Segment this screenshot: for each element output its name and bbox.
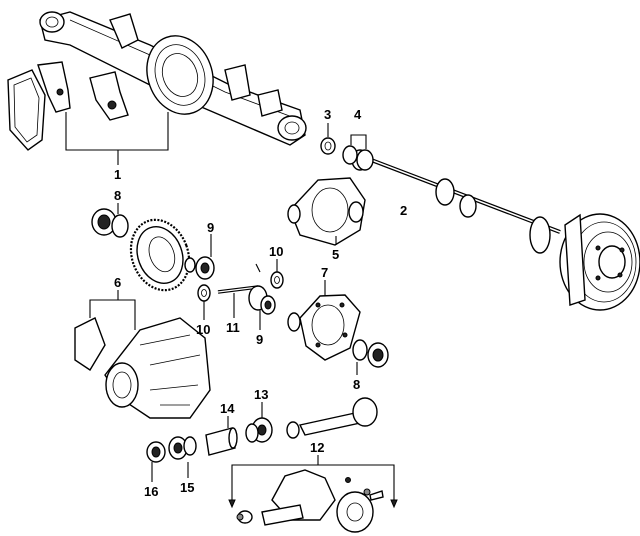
carrier-housing-part-6	[74, 290, 211, 419]
ring-gear	[129, 218, 191, 292]
callout-1-leader	[65, 112, 169, 165]
companion-flange-part-12	[228, 455, 398, 533]
callout-8-upper: 8	[114, 188, 121, 203]
pinion-gear-part-9-lower	[248, 285, 276, 330]
callout-16: 16	[144, 484, 158, 499]
callout-12: 12	[310, 440, 324, 455]
callout-9-lower: 9	[256, 332, 263, 347]
callout-3: 3	[324, 107, 331, 122]
pinion-shaft-part-11	[217, 263, 261, 318]
bearing-part-8-upper	[91, 203, 129, 238]
callout-5: 5	[332, 247, 339, 262]
seal-part-3	[320, 123, 336, 155]
callout-9-upper: 9	[207, 220, 214, 235]
spacer-part-14	[205, 416, 238, 456]
axle-shaft-assembly	[344, 148, 640, 311]
callout-2: 2	[400, 203, 407, 218]
side-gear-part-9-upper	[184, 234, 215, 280]
thrust-washer-part-10	[197, 259, 284, 320]
callout-13: 13	[254, 387, 268, 402]
callout-14: 14	[220, 401, 235, 416]
callout-1: 1	[114, 167, 121, 182]
bearing-part-8-lower	[352, 339, 389, 375]
callout-8-lower: 8	[353, 377, 360, 392]
drive-pinion	[286, 397, 378, 439]
callout-10-right: 10	[269, 244, 283, 259]
callout-11: 11	[226, 320, 240, 335]
axle-housing	[7, 11, 307, 151]
carrier-case-part-5	[287, 177, 366, 246]
bearing-part-4	[342, 134, 374, 171]
callout-10-left: 10	[196, 322, 210, 337]
callout-15: 15	[180, 480, 194, 495]
differential-case-part-7	[287, 280, 361, 361]
callout-6: 6	[114, 275, 121, 290]
bearing-part-13	[245, 402, 273, 443]
seal-part-16	[146, 441, 166, 482]
callout-4: 4	[354, 107, 362, 122]
callout-7: 7	[321, 265, 328, 280]
bearing-part-15	[168, 436, 197, 478]
